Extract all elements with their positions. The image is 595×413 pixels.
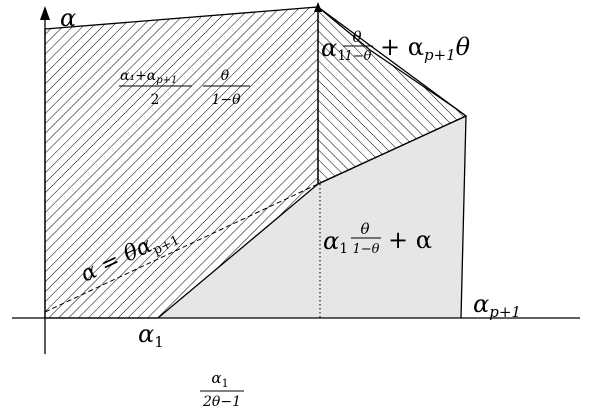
svg-text:1−θ: 1−θ (345, 49, 372, 64)
formula-left-fraction: α₁+αp+1 2 θ 1−θ (119, 68, 250, 108)
svg-text:1−θ: 1−θ (211, 92, 241, 108)
label-alpha-p1-axis: αp+1 (473, 290, 521, 321)
formula-mid-right: α1 θ 1−θ + α (323, 220, 432, 257)
svg-text:2θ−1: 2θ−1 (202, 394, 241, 410)
svg-text:1−θ: 1−θ (353, 242, 380, 257)
svg-text:θ: θ (360, 220, 369, 238)
svg-text:α1: α1 (211, 369, 228, 390)
svg-text:α1: α1 (138, 320, 164, 351)
formula-top-right: α1 θ 1−θ + αp+1θ (321, 28, 471, 64)
label-alpha1-axis: α1 (138, 320, 164, 351)
upper-right-edge (317, 6, 467, 117)
middle-edge (317, 115, 467, 185)
formula-bottom-fraction: α1 2θ−1 (200, 369, 244, 410)
label-alpha-top: α (60, 4, 76, 32)
svg-text:θ: θ (221, 68, 230, 84)
svg-text:α1: α1 (321, 34, 346, 64)
svg-text:+ αp+1θ: + αp+1θ (380, 33, 471, 64)
dashed-diagonal (44, 183, 319, 313)
svg-text:α1: α1 (323, 227, 348, 257)
shaded-right-edge (460, 115, 467, 319)
svg-text:αp+1: αp+1 (473, 290, 521, 321)
y-axis-arrow-icon (40, 6, 50, 20)
svg-text:α₁+αp+1: α₁+αp+1 (120, 68, 177, 86)
svg-text:2: 2 (151, 92, 160, 108)
svg-text:θ: θ (352, 28, 361, 46)
top-arrow-icon (314, 2, 322, 12)
shaded-region (158, 116, 466, 318)
svg-text:+ α: + α (388, 226, 432, 254)
